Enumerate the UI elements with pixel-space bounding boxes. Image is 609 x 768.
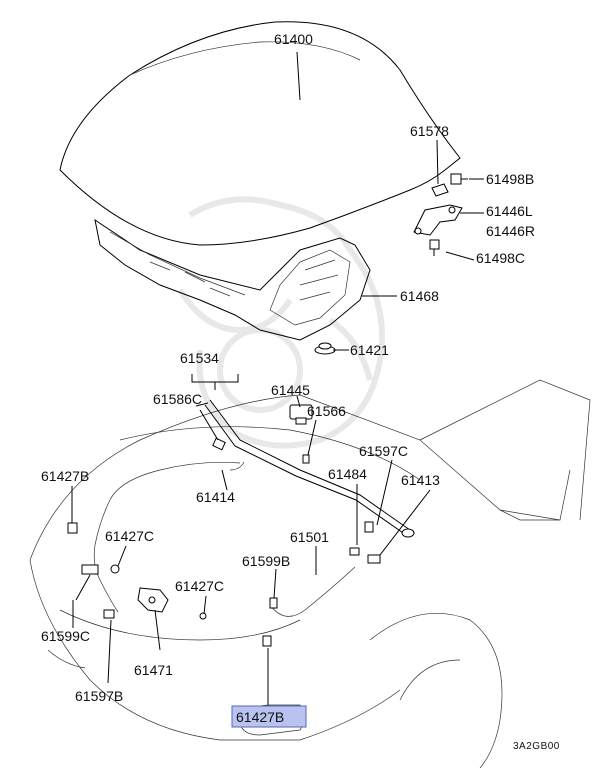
hood-stay-holder bbox=[289, 404, 313, 425]
label-61427c-mid[interactable]: 61427C bbox=[175, 578, 224, 594]
label-61566[interactable]: 61566 bbox=[307, 403, 346, 419]
hood-insulator bbox=[94, 218, 371, 341]
label-61501[interactable]: 61501 bbox=[290, 529, 329, 545]
label-61427b-top[interactable]: 61427B bbox=[41, 468, 89, 484]
hood-panel bbox=[59, 21, 461, 246]
label-61599b[interactable]: 61599B bbox=[242, 553, 290, 569]
leader-lines bbox=[71, 51, 484, 705]
label-61498b[interactable]: 61498B bbox=[486, 171, 534, 187]
figure-code: 3A2GB00 bbox=[513, 741, 560, 752]
highlight-box bbox=[231, 705, 307, 728]
release-cable-61501 bbox=[269, 566, 356, 617]
label-61446l[interactable]: 61446L bbox=[486, 203, 533, 219]
label-61534[interactable]: 61534 bbox=[180, 350, 219, 366]
label-61599c[interactable]: 61599C bbox=[41, 628, 90, 644]
label-61484[interactable]: 61484 bbox=[328, 466, 367, 482]
label-61446r[interactable]: 61446R bbox=[486, 223, 535, 239]
label-61445[interactable]: 61445 bbox=[271, 382, 310, 398]
label-61471[interactable]: 61471 bbox=[134, 662, 173, 678]
label-61421[interactable]: 61421 bbox=[350, 342, 389, 358]
bolt-61498c bbox=[429, 239, 440, 256]
hood-hinge bbox=[413, 204, 463, 236]
bumper-61421 bbox=[314, 342, 336, 355]
nut-61578 bbox=[431, 183, 449, 197]
hood-lock-latch bbox=[137, 587, 169, 613]
label-61597c[interactable]: 61597C bbox=[359, 443, 408, 459]
label-61427c-left[interactable]: 61427C bbox=[105, 528, 154, 544]
watermark-logo bbox=[177, 196, 385, 449]
label-61498c[interactable]: 61498C bbox=[476, 250, 525, 266]
hood-support-rod bbox=[204, 399, 415, 538]
label-61413[interactable]: 61413 bbox=[401, 472, 440, 488]
label-61578[interactable]: 61578 bbox=[410, 123, 449, 139]
label-61597b[interactable]: 61597B bbox=[75, 688, 123, 704]
label-61427b-highlighted[interactable]: 61427B bbox=[236, 709, 284, 725]
label-61400[interactable]: 61400 bbox=[274, 31, 313, 47]
car-front-body bbox=[29, 379, 591, 768]
hood-release-cable bbox=[93, 461, 245, 613]
label-61468[interactable]: 61468 bbox=[400, 288, 439, 304]
bolt-61498b bbox=[450, 173, 468, 185]
label-61586c[interactable]: 61586C bbox=[153, 391, 202, 407]
label-61414[interactable]: 61414 bbox=[196, 489, 235, 505]
part-labels: 61400 61578 61498B 61446L 61446R 61498C … bbox=[41, 31, 560, 752]
